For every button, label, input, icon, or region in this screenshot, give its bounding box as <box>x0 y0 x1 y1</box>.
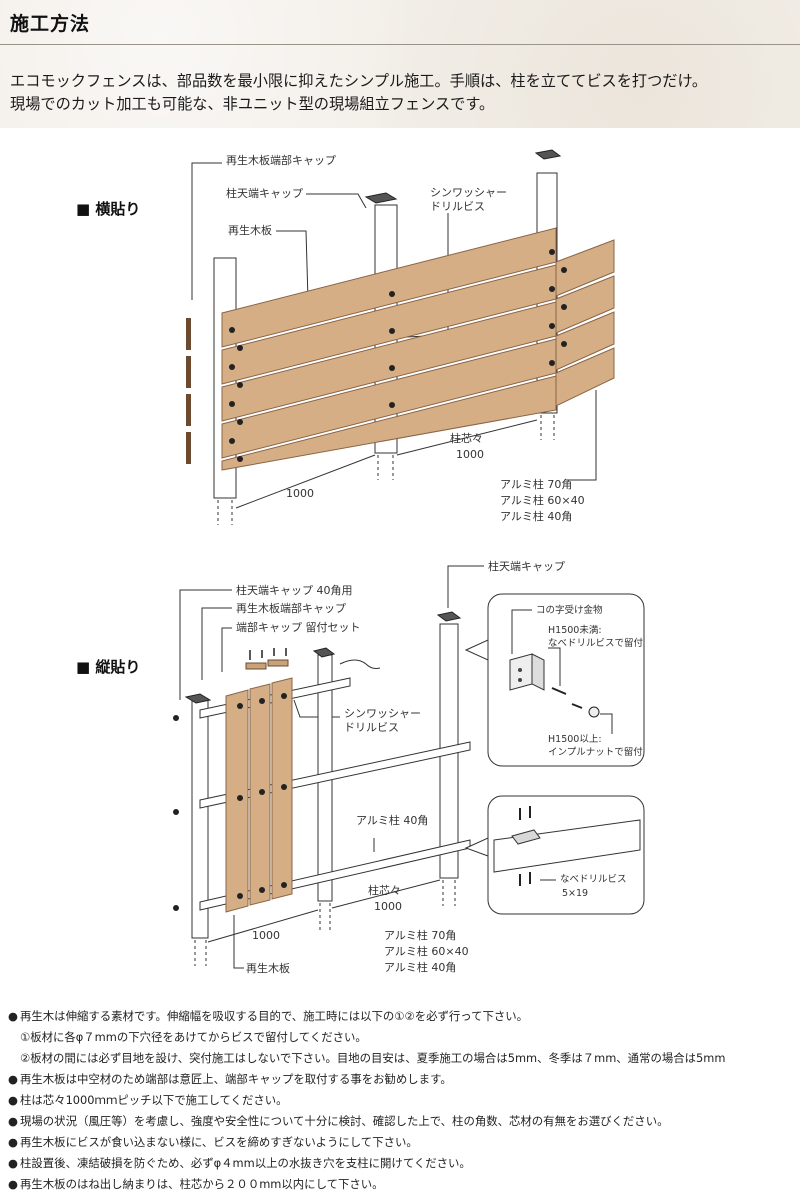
note-item: ●柱設置後、凍結破損を防ぐため、必ずφ４mm以上の水抜き穴を支柱に開けてください… <box>8 1156 471 1170</box>
label-post-cap: 柱天端キャップ <box>226 187 303 200</box>
label-end-cap: 再生木板端部キャップ <box>226 154 336 167</box>
detail-screw: なべドリルビス <box>560 874 627 885</box>
header-band <box>0 0 800 128</box>
label-span-v: 1000 <box>252 929 280 942</box>
label-drill-screw-v: ドリルビス <box>344 721 399 734</box>
detail-bubble-1 <box>487 593 645 767</box>
label-board: 再生木板 <box>228 224 272 237</box>
leader-board-v <box>233 915 244 969</box>
section-title-vertical: ■ 縦貼り <box>76 658 141 676</box>
label-post-60x40-v: アルミ柱 60×40 <box>384 945 469 958</box>
note-item: ●柱は芯々1000ｍｍピッチ以下で施工してください。 <box>8 1093 288 1107</box>
detail-under-1500: H1500未満: <box>548 625 602 636</box>
label-end-cap-v: 再生木板端部キャップ <box>236 602 346 615</box>
leader-end-cap-v <box>201 607 232 680</box>
intro-line-1: エコモックフェンスは、部品数を最小限に抑えたシンプル施工。手順は、柱を立ててビス… <box>10 72 708 90</box>
board-5 <box>221 375 557 471</box>
leader-posts <box>566 390 597 481</box>
label-post-40: アルミ柱 40角 <box>500 510 573 523</box>
leader-post-cap <box>306 193 367 209</box>
intro-line-2: 現場でのカット加工も可能な、非ユニット型の現場組立フェンスです。 <box>10 95 495 113</box>
detail-over-1500-method: インプルナットで留付 <box>548 747 643 758</box>
label-washer: シンワッシャー <box>430 186 507 199</box>
label-pitch-v: 柱芯々 <box>368 884 401 897</box>
note-item: ●再生木板は中空材のため端部は意匠上、端部キャップを取付する事をお勧めします。 <box>8 1072 452 1086</box>
note-item: ①板材に各φ７mmの下穴径をあけてからビスで留付してください。 <box>20 1030 367 1044</box>
dim-span <box>235 454 376 509</box>
leader-post-cap-top <box>447 565 484 608</box>
post-cap-right <box>534 149 562 160</box>
detail-under-1500-method: なべドリルビスで留付 <box>548 638 644 649</box>
note-item: ●再生木板のはね出し納まりは、柱芯から２００mm以内にして下さい。 <box>8 1177 384 1191</box>
leader-post-cap-40 <box>179 589 232 700</box>
title-divider <box>0 44 800 45</box>
note-item: ●再生木板にビスが食い込まない様に、ビスを締めすぎないようにして下さい。 <box>8 1135 418 1149</box>
detail-over-1500: H1500以上: <box>548 734 602 745</box>
note-item: ●再生木は伸縮する素材です。伸縮幅を吸収する目的で、施工時には以下の①②を必ず行… <box>8 1009 529 1023</box>
leader-end-cap <box>191 162 222 300</box>
detail-bracket-title: コの字受け金物 <box>536 605 603 616</box>
leader-cap-set <box>221 627 232 672</box>
detail-screw-size: 5×19 <box>562 888 589 899</box>
note-item: ②板材の間には必ず目地を設け、突付施工はしないで下さい。目地の目安は、夏季施工の… <box>20 1051 726 1065</box>
label-pitch-value: 1000 <box>456 448 484 461</box>
label-pitch-value-v: 1000 <box>374 900 402 913</box>
label-post-70: アルミ柱 70角 <box>500 478 573 491</box>
section-title-horizontal: ■ 横貼り <box>76 200 141 218</box>
leader-board <box>276 230 309 301</box>
label-pitch: 柱芯々 <box>450 432 483 445</box>
label-washer-v: シンワッシャー <box>344 707 421 720</box>
label-span: 1000 <box>286 487 314 500</box>
leader-screw-v <box>293 699 340 718</box>
label-post-60x40: アルミ柱 60×40 <box>500 494 585 507</box>
notes-list: ●再生木は伸縮する素材です。伸縮幅を吸収する目的で、施工時には以下の①②を必ず行… <box>8 1006 798 1195</box>
v-board-2 <box>249 683 271 906</box>
v-board-1 <box>225 689 249 913</box>
label-post-40-v: アルミ柱 40角 <box>384 961 457 974</box>
label-post-70-v: アルミ柱 70角 <box>384 929 457 942</box>
page-title: 施工方法 <box>10 13 91 35</box>
label-rail: アルミ柱 40角 <box>356 814 429 827</box>
label-cap-set: 端部キャップ 留付セット <box>236 621 361 634</box>
note-item: ●現場の状況（風圧等）を考慮し、強度や安全性について十分に検討、確認した上で、柱… <box>8 1114 669 1128</box>
label-drill-screw: ドリルビス <box>430 200 485 213</box>
dim-pitch <box>396 419 538 456</box>
post-cap-mid <box>364 192 398 204</box>
label-post-cap-top: 柱天端キャップ <box>488 560 565 573</box>
label-post-cap-40: 柱天端キャップ 40角用 <box>236 584 353 597</box>
label-board-v: 再生木板 <box>246 962 290 975</box>
intro-text: エコモックフェンスは、部品数を最小限に抑えたシンプル施工。手順は、柱を立ててビス… <box>10 70 707 116</box>
